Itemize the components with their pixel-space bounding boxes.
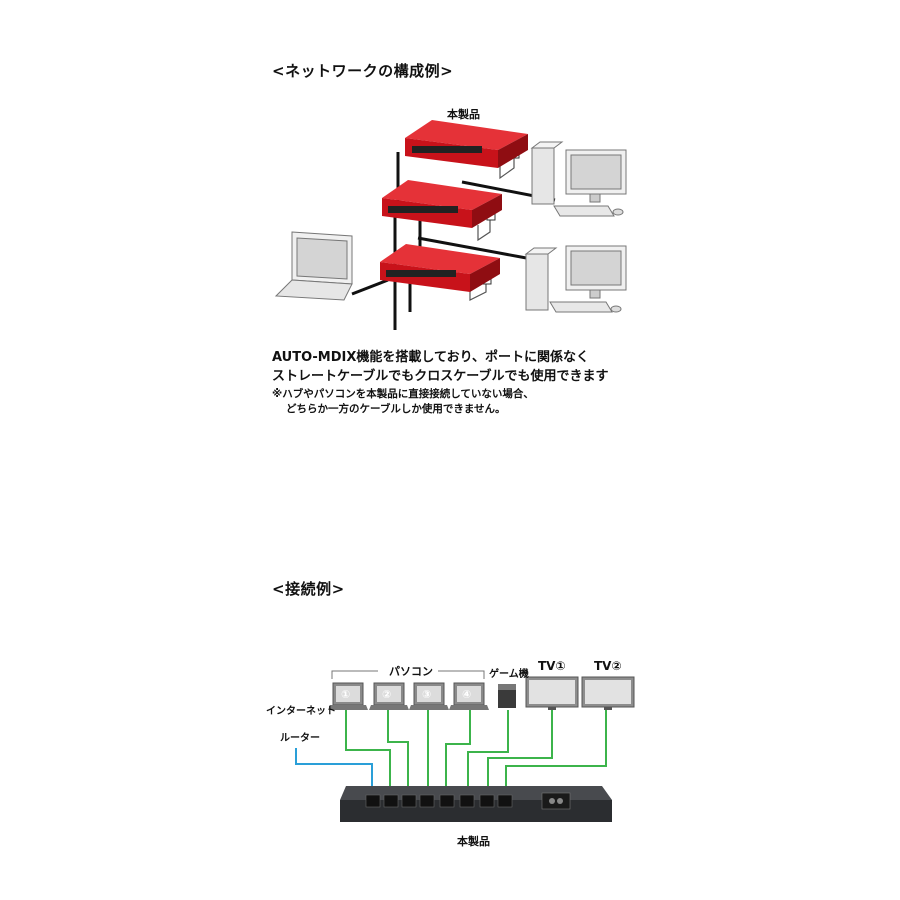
pc-3 [409,682,449,710]
blue-cable [295,748,373,790]
red-switch-bottom [380,244,500,292]
note-line-1: ※ハブやパソコンを本製品に直接接続していない場合、 [272,388,534,400]
product-label-bottom: 本製品 [457,835,490,848]
pc-3-number: ③ [422,688,432,701]
pc-group-bracket [331,670,485,679]
product-label-top: 本製品 [447,108,480,121]
desktop-pc-bottom [524,245,627,313]
tv-1-label: TV① [538,659,566,673]
tv-2-label: TV② [594,659,622,673]
description-block: AUTO-MDIX機能を搭載しており、ポートに関係なく ストレートケーブルでもク… [272,348,652,386]
network-cables [351,152,556,330]
pc-1-number: ① [341,688,351,701]
game-console-icon [498,684,516,708]
pc-2 [369,682,409,710]
black-switch [340,786,612,822]
router-label: ルーター [280,733,320,744]
description-line-1: AUTO-MDIX機能を搭載しており、ポートに関係なく [272,350,590,365]
network-example-heading: <ネットワークの構成例> [272,62,454,80]
pc-group-label: パソコン [385,663,437,679]
note-line-2: どちらか一方のケーブルしか使用できません。 [286,403,506,415]
switch-ports [365,794,513,808]
red-switch-top [405,120,528,168]
tv-1-icon [525,676,579,710]
desktop-pc-top [530,141,627,217]
game-console-label: ゲーム機 [489,669,529,680]
power-jack [541,792,571,810]
tv-2-icon [581,676,635,710]
pc-4-number: ④ [462,688,472,701]
description-line-2: ストレートケーブルでもクロスケーブルでも使用できます [272,369,609,384]
pc-4 [449,682,489,710]
internet-label: インターネット [266,706,336,717]
connection-example-heading: <接続例> [272,580,345,598]
note-block: ※ハブやパソコンを本製品に直接接続していない場合、 どちらか一方のケーブルしか使… [272,387,632,417]
green-cables [345,708,607,790]
laptop-pc [274,231,353,301]
pc-1 [328,682,368,710]
red-switch-middle [382,180,502,228]
pc-2-number: ② [382,688,392,701]
